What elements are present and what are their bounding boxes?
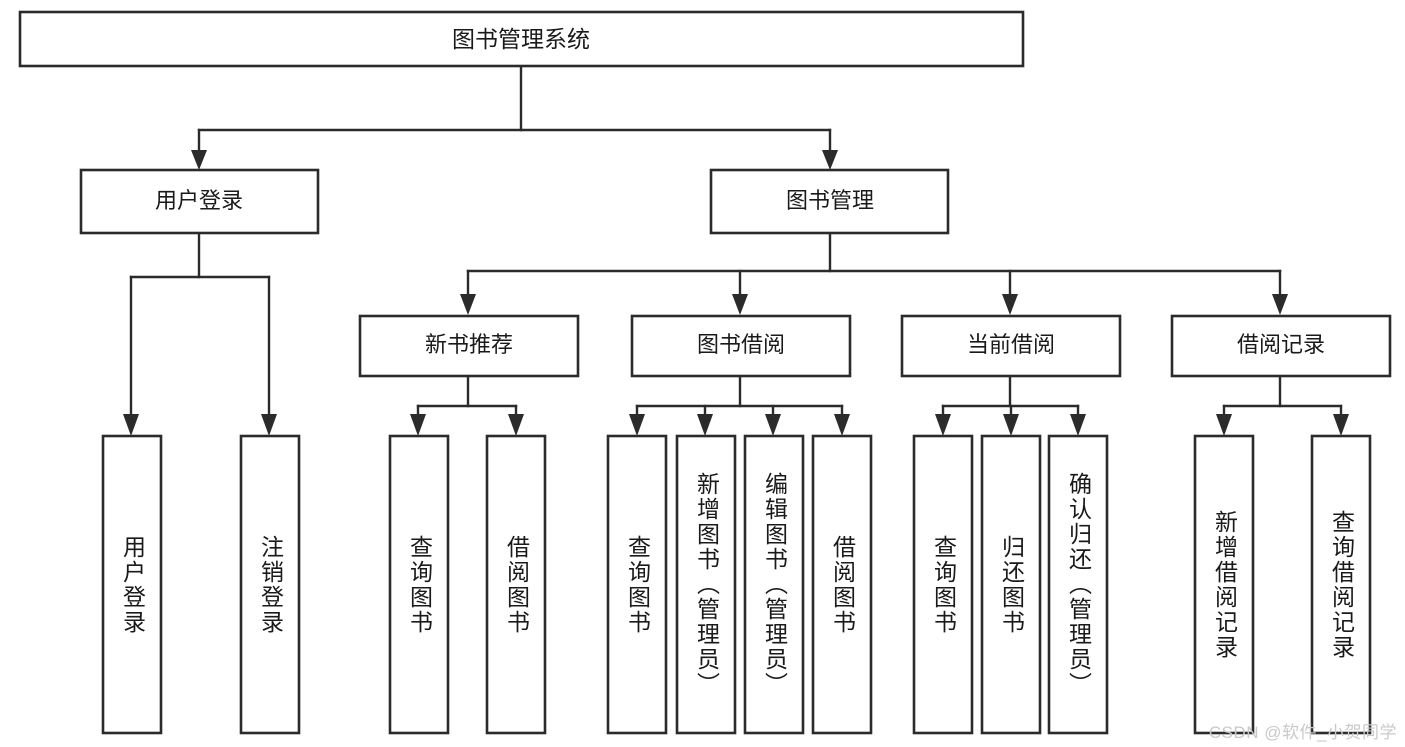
csdn-watermark: CSDN @软件_小贺同学 bbox=[1208, 723, 1397, 742]
arrow-to-leaf-add-record bbox=[1216, 414, 1232, 436]
node-layer: 图书管理系统 用户登录 图书管理 新书推荐 图书借阅 当前借阅 借阅记录 bbox=[18, 10, 1392, 735]
arrow-to-borrow-record bbox=[1272, 294, 1288, 315]
arrow-to-leaf-query-record bbox=[1333, 414, 1349, 436]
node-leaf-borrow-book-1[interactable] bbox=[485, 434, 547, 735]
node-leaf-edit-book[interactable] bbox=[743, 434, 805, 735]
arrow-to-book-borrow bbox=[732, 294, 748, 315]
node-book-manage[interactable] bbox=[709, 168, 950, 235]
arrow-to-leaf-add-book bbox=[697, 414, 713, 436]
node-current-borrow[interactable] bbox=[900, 314, 1122, 378]
node-borrow-record-label: 借阅记录 bbox=[1237, 332, 1325, 357]
edge-layer bbox=[123, 64, 1349, 436]
node-book-borrow[interactable] bbox=[630, 314, 852, 378]
node-book-manage-label: 图书管理 bbox=[786, 188, 874, 213]
arrow-to-current-borrow bbox=[1002, 294, 1018, 315]
node-user-login[interactable] bbox=[79, 168, 320, 235]
arrow-to-user-login bbox=[191, 150, 207, 170]
node-leaf-query-book-1[interactable] bbox=[388, 434, 450, 735]
node-leaf-query-record[interactable] bbox=[1310, 434, 1372, 735]
node-leaf-query-book-2[interactable] bbox=[606, 434, 668, 735]
node-leaf-confirm-return[interactable] bbox=[1047, 434, 1109, 735]
node-user-login-label: 用户登录 bbox=[155, 188, 243, 213]
node-new-book-rec-label: 新书推荐 bbox=[425, 332, 513, 357]
arrow-to-new-book-rec bbox=[460, 294, 476, 315]
arrow-to-leaf-query-book-3 bbox=[935, 414, 951, 436]
arrow-to-leaf-confirm-return bbox=[1070, 414, 1086, 436]
node-leaf-user-login[interactable] bbox=[101, 434, 163, 735]
arrow-to-book-manage bbox=[822, 150, 838, 170]
node-leaf-user-logout[interactable] bbox=[239, 434, 301, 735]
arrow-to-leaf-user-login bbox=[123, 414, 139, 436]
node-leaf-add-book[interactable] bbox=[675, 434, 737, 735]
node-leaf-query-book-3[interactable] bbox=[912, 434, 974, 735]
arrow-to-leaf-query-book-2 bbox=[629, 414, 645, 436]
arrow-to-leaf-borrow-book-1 bbox=[508, 414, 524, 436]
node-leaf-add-record[interactable] bbox=[1193, 434, 1255, 735]
arrow-to-leaf-user-logout bbox=[261, 414, 277, 436]
node-current-borrow-label: 当前借阅 bbox=[967, 332, 1055, 357]
node-borrow-record[interactable] bbox=[1170, 314, 1392, 378]
arrow-to-leaf-query-book-1 bbox=[410, 414, 426, 436]
arrow-to-leaf-edit-book bbox=[765, 414, 781, 436]
node-leaf-return-book[interactable] bbox=[980, 434, 1042, 735]
node-root[interactable] bbox=[18, 10, 1025, 68]
arrow-to-leaf-borrow-book-2 bbox=[834, 414, 850, 436]
node-leaf-borrow-book-2[interactable] bbox=[811, 434, 873, 735]
arrow-to-leaf-return-book bbox=[1003, 414, 1019, 436]
node-root-label: 图书管理系统 bbox=[452, 26, 590, 52]
node-book-borrow-label: 图书借阅 bbox=[697, 332, 785, 357]
node-new-book-rec[interactable] bbox=[358, 314, 580, 378]
